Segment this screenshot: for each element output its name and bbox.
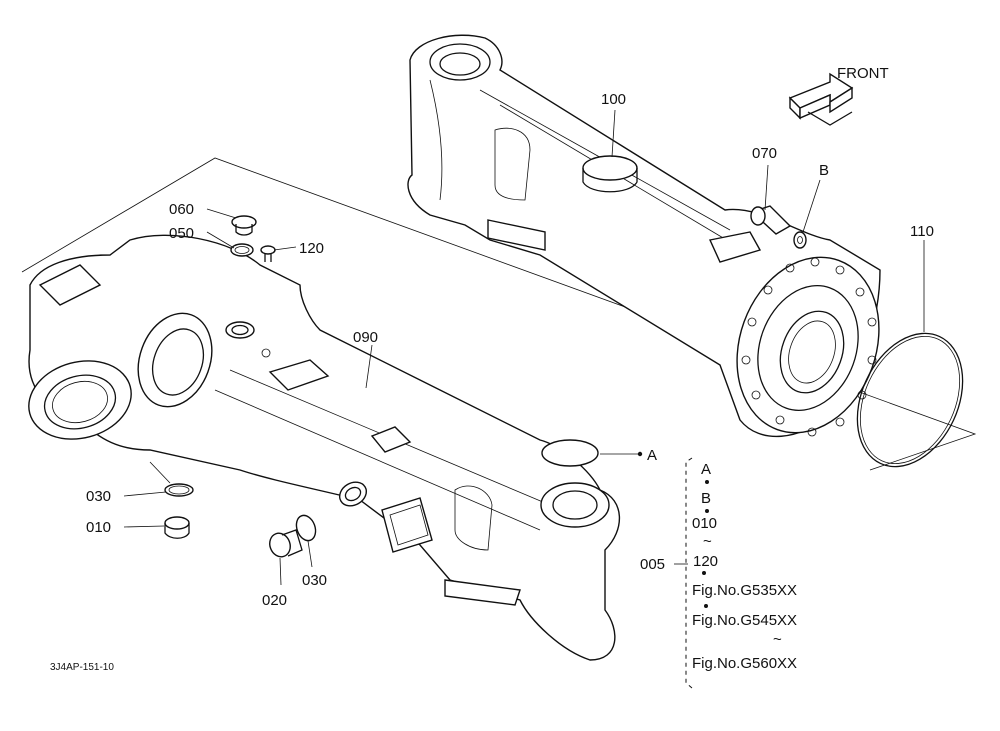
o-ring-110	[856, 332, 964, 468]
assembly-item: B	[701, 490, 711, 507]
plug-010	[164, 516, 190, 539]
drawing-code: 3J4AP-151-10	[50, 662, 114, 673]
plug-020	[269, 529, 303, 558]
front-axle-housing-090	[28, 234, 621, 661]
o-ring-030-side	[295, 514, 317, 542]
plug-060	[231, 215, 257, 236]
callout-005: 005	[640, 556, 665, 573]
washer-B	[793, 231, 807, 249]
bolt-070	[750, 205, 792, 235]
assembly-bracket	[685, 457, 693, 689]
callout-030-side: 030	[302, 572, 327, 589]
assembly-item: 120	[693, 553, 718, 570]
callout-120: 120	[299, 240, 324, 257]
assembly-item: A	[701, 461, 711, 478]
callout-070: 070	[752, 145, 777, 162]
assembly-dots	[702, 480, 709, 608]
assembly-item: Fig.No.G535XX	[692, 582, 797, 599]
leader-lines	[123, 109, 925, 586]
callout-010: 010	[86, 519, 111, 536]
callout-060: 060	[169, 201, 194, 218]
callout-110: 110	[910, 223, 934, 240]
rear-axle-housing-100	[407, 34, 881, 438]
callout-050: 050	[169, 225, 194, 242]
assembly-item: Fig.No.G560XX	[692, 655, 797, 672]
callout-B: B	[819, 162, 829, 179]
callout-A: A	[647, 447, 657, 464]
callout-020: 020	[262, 592, 287, 609]
assembly-item: Fig.No.G545XX	[692, 612, 797, 629]
assembly-item: 010	[692, 515, 717, 532]
plate-A	[541, 439, 599, 467]
assembly-item: ~	[703, 533, 712, 550]
o-ring-050	[230, 243, 254, 257]
front-label: FRONT	[837, 65, 889, 82]
callout-090: 090	[353, 329, 378, 346]
assembly-item: ~	[773, 631, 782, 648]
front-arrow-icon	[788, 72, 854, 126]
bolt-120	[260, 245, 276, 262]
assembly-list: A B 010 ~ 120 Fig.No.G535XX Fig.No.G545X…	[692, 461, 797, 672]
callout-100: 100	[601, 91, 626, 108]
callout-030-lower: 030	[86, 488, 111, 505]
flange-bolt-holes	[741, 257, 877, 437]
base-plane-outline	[21, 157, 977, 471]
